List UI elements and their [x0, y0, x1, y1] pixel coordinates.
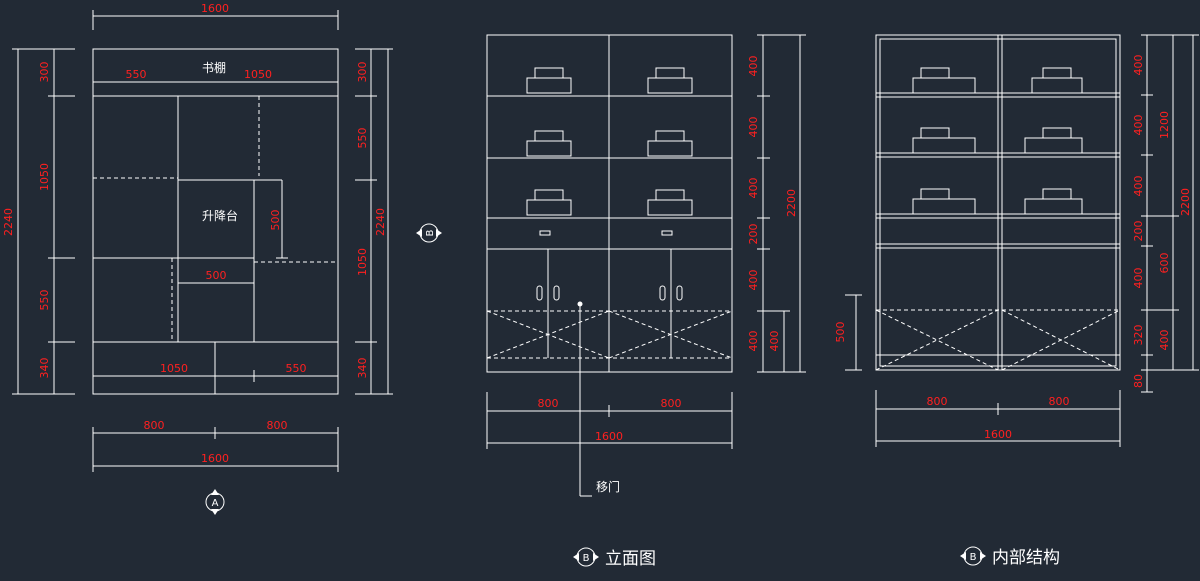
plan-a-right-seg-4: 340: [356, 358, 369, 379]
elev-dim-4: 200: [747, 224, 760, 245]
plan-a-right-total: 2240: [374, 208, 387, 236]
svg-text:A: A: [212, 498, 219, 509]
interior-bottom-total: 1600: [984, 428, 1012, 441]
plan-a-left-seg-3: 550: [38, 290, 51, 311]
shelf-label: 书棚: [202, 60, 226, 75]
interior-view: 500 400 400 400 200 400 320 80 1200 600 …: [834, 34, 1199, 568]
interior-bottom-dim-1: 800: [927, 395, 948, 408]
plan-a-bottom-total: 1600: [201, 452, 229, 465]
equipment-icon: [912, 67, 1083, 215]
elev-dim-1: 400: [747, 56, 760, 77]
plan-a-left-total: 2240: [2, 208, 15, 236]
interior-dim-2: 400: [1132, 115, 1145, 136]
bottom-left-dim: 1050: [160, 362, 188, 375]
plan-a-right-seg-3: 1050: [356, 248, 369, 276]
lift-width-dim: 500: [206, 269, 227, 282]
elev-dim-3: 400: [747, 178, 760, 199]
bottom-right-dim: 550: [286, 362, 307, 375]
elev-bottom-dim-2: 800: [661, 397, 682, 410]
section-marker-a: A: [205, 489, 225, 515]
plan-a-right-seg-2: 550: [356, 128, 369, 149]
lift-label: 升降台: [202, 208, 238, 223]
elev-bottom-dim-1: 800: [538, 397, 559, 410]
interior-title: B 内部结构: [960, 546, 1060, 568]
elev-dim-6: 400: [747, 331, 760, 352]
plan-a-top-width: 1600: [201, 2, 229, 15]
interior-mid-dim-1: 1200: [1158, 111, 1171, 139]
elev-door-dim: 400: [768, 331, 781, 352]
shelf-right-dim: 1050: [244, 68, 272, 81]
plan-a-bottom-dim-2: 800: [267, 419, 288, 432]
section-marker-b-side: B: [416, 223, 442, 243]
svg-text:B: B: [425, 229, 436, 236]
plan-a-bottom-dim-1: 800: [144, 419, 165, 432]
elevation-title: B 立面图: [573, 547, 656, 569]
interior-dim-5: 400: [1132, 268, 1145, 289]
svg-text:内部结构: 内部结构: [992, 548, 1060, 568]
plan-a-left-seg-1: 300: [38, 62, 51, 83]
lift-height-dim: 500: [269, 210, 282, 231]
interior-dim-4: 200: [1132, 221, 1145, 242]
elevation-view: 400 400 400 200 400 400 400 2200 800 800…: [486, 34, 806, 569]
elev-dim-5: 400: [747, 270, 760, 291]
interior-bottom-dim-2: 800: [1049, 395, 1070, 408]
interior-left-dim: 500: [834, 322, 847, 343]
interior-dim-1: 400: [1132, 55, 1145, 76]
interior-dim-6: 320: [1132, 325, 1145, 346]
interior-mid-dim-2: 600: [1158, 253, 1171, 274]
sliding-door-label: 移门: [596, 479, 620, 494]
plan-a-right-seg-1: 300: [356, 62, 369, 83]
svg-text:B: B: [970, 552, 977, 563]
interior-mid-dim-3: 400: [1158, 330, 1171, 351]
interior-dim-3: 400: [1132, 176, 1145, 197]
elev-total-height: 2200: [785, 189, 798, 217]
svg-text:B: B: [583, 553, 590, 564]
interior-dim-7: 80: [1132, 374, 1145, 388]
elev-dim-2: 400: [747, 117, 760, 138]
plan-a-left-seg-4: 340: [38, 358, 51, 379]
plan-a: 1600 书棚 550 1050 升降台 500 500 1050: [2, 2, 393, 515]
shelf-left-dim: 550: [126, 68, 147, 81]
equipment-icon: [526, 67, 693, 216]
plan-a-left-seg-2: 1050: [38, 163, 51, 191]
interior-total-height: 2200: [1179, 188, 1192, 216]
svg-text:立面图: 立面图: [605, 549, 656, 569]
elev-bottom-total: 1600: [595, 430, 623, 443]
